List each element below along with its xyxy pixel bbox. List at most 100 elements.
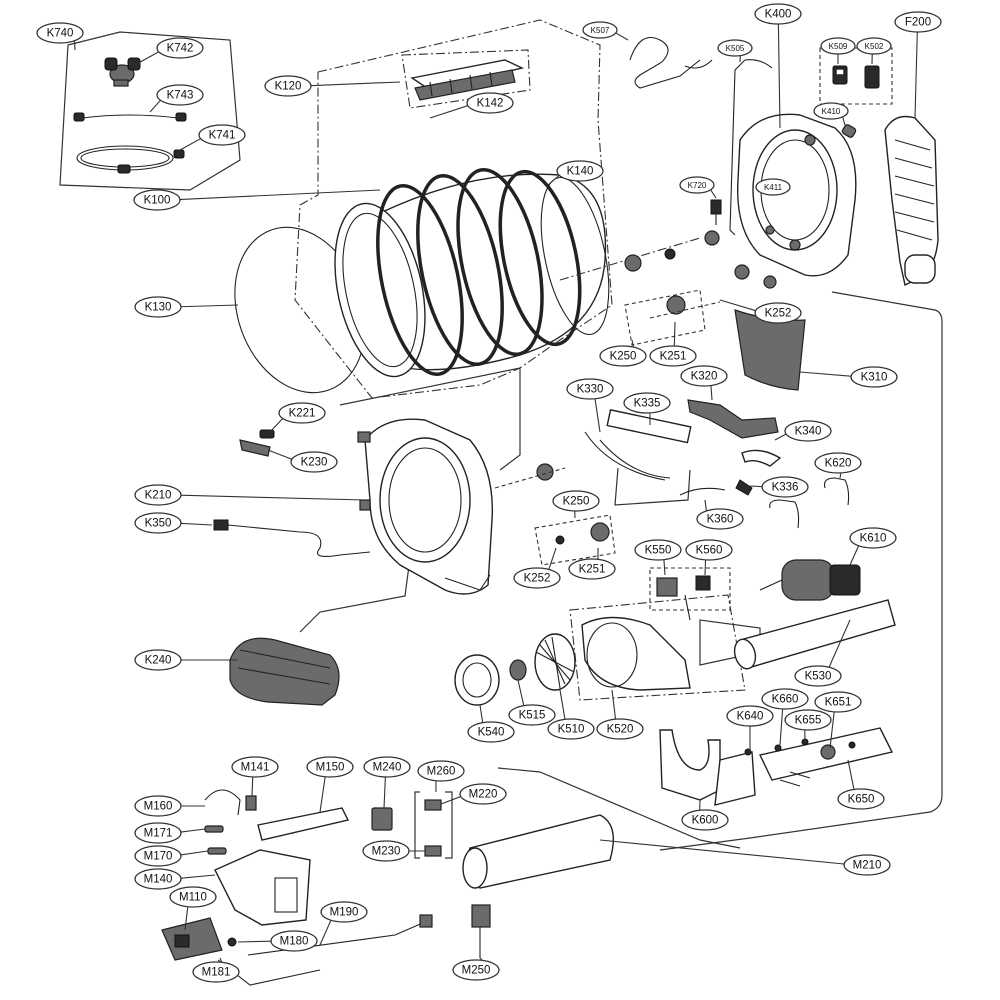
part-label-k640: K640: [726, 705, 774, 727]
hose-kit-group-outline: [59, 31, 241, 191]
leader-line-k330: [594, 398, 601, 433]
part-label-k400: K400: [754, 3, 802, 25]
part-label-k530: K530: [794, 665, 842, 687]
label-oval: [156, 84, 204, 106]
label-text: K130: [145, 302, 172, 314]
thermistor-k410-part: [841, 124, 857, 138]
leader-line-k540: [479, 704, 484, 724]
leader-line-m150: [319, 776, 326, 813]
label-text: K509: [829, 42, 848, 51]
label-oval: [264, 75, 312, 97]
label-oval: [726, 705, 774, 727]
part-label-k320: K320: [680, 365, 728, 387]
drum-cylinder-part: [334, 167, 610, 378]
label-text: K320: [691, 371, 718, 383]
label-oval: [556, 160, 604, 182]
part-label-k360: K360: [696, 508, 744, 530]
thermostat-bracket-left: [414, 791, 420, 859]
part-label-k142: K142: [466, 92, 514, 114]
leader-line-k251a: [673, 321, 676, 347]
part-label-m171: M171: [134, 822, 182, 844]
label-oval: [198, 124, 246, 146]
part-label-k340: K340: [784, 420, 832, 442]
leader-line-k360: [704, 499, 708, 512]
label-text: K655: [795, 715, 822, 727]
label-text: K600: [692, 815, 719, 827]
label-text: K251: [579, 564, 606, 576]
part-label-f200: F200: [894, 11, 942, 33]
switch-parts: [656, 575, 711, 621]
harness-k507-part: [629, 36, 701, 89]
label-text: K250: [610, 351, 637, 363]
label-oval: [761, 476, 809, 498]
part-label-k550: K550: [634, 539, 682, 561]
part-label-k330: K330: [566, 378, 614, 400]
leader-line-m190: [319, 919, 332, 946]
part-label-m181: M181: [192, 961, 240, 983]
door-harness-part: [213, 519, 371, 557]
label-oval: [696, 508, 744, 530]
leader-line-m180: [237, 940, 273, 943]
label-text: K650: [848, 794, 875, 806]
label-text: K120: [275, 81, 302, 93]
part-label-m240: M240: [363, 756, 411, 778]
label-text: K507: [591, 26, 610, 35]
thermostat-bracket-right: [445, 791, 453, 859]
leader-line-m210: [599, 839, 846, 865]
leader-line-k221: [269, 417, 284, 433]
label-text: M180: [280, 936, 309, 948]
label-text: K640: [737, 711, 764, 723]
label-oval: [552, 490, 600, 512]
label-oval: [547, 718, 595, 740]
label-text: K336: [772, 482, 799, 494]
part-label-k620: K620: [814, 452, 862, 474]
part-label-k650: K650: [837, 788, 885, 810]
label-text: K540: [478, 727, 505, 739]
base-bracket-part: [659, 729, 756, 806]
leader-line-m110: [184, 906, 189, 931]
leader-line-m220: [440, 795, 462, 805]
leader-line-k400: [777, 23, 781, 129]
cabinet-outline-lower: [497, 767, 741, 849]
part-label-m190: M190: [320, 901, 368, 923]
label-oval: [320, 901, 368, 923]
leader-line-k410: [841, 116, 846, 126]
part-label-m230: M230: [362, 840, 410, 862]
switch-group-outline: [649, 567, 731, 611]
label-oval: [466, 92, 514, 114]
label-text: K240: [145, 655, 172, 667]
leader-line-k610: [849, 545, 860, 566]
belt-parts: [679, 479, 753, 496]
label-oval: [784, 420, 832, 442]
leader-line-k742: [132, 50, 160, 67]
part-label-k600: K600: [681, 809, 729, 831]
part-label-m140: M140: [134, 868, 182, 890]
label-oval: [649, 345, 697, 367]
cabinet-outline-right: [659, 291, 943, 851]
leader-line-k140: [547, 174, 561, 186]
gas-burner-parts: [161, 789, 614, 986]
part-label-k120: K120: [264, 75, 312, 97]
leader-line-k130: [179, 304, 239, 308]
label-oval: [134, 512, 182, 534]
label-oval: [681, 809, 729, 831]
support-bracket-outline: [614, 467, 691, 506]
part-label-k230: K230: [290, 451, 338, 473]
label-oval: [192, 961, 240, 983]
exhaust-duct-pipe-part: [733, 599, 896, 670]
leader-line-k507: [614, 32, 629, 41]
leader-lines: [73, 23, 918, 964]
label-text: F200: [905, 17, 931, 29]
label-text: M141: [241, 762, 270, 774]
label-oval: [459, 783, 507, 805]
leader-line-k100: [178, 189, 381, 201]
leader-line-k210: [179, 494, 366, 501]
label-oval: [837, 788, 885, 810]
label-text: K741: [209, 130, 236, 142]
leader-line-k560: [704, 559, 707, 576]
leader-line-k650: [847, 759, 855, 791]
label-text: K660: [772, 694, 799, 706]
part-label-m141: M141: [231, 756, 279, 778]
part-label-k660: K660: [761, 688, 809, 710]
